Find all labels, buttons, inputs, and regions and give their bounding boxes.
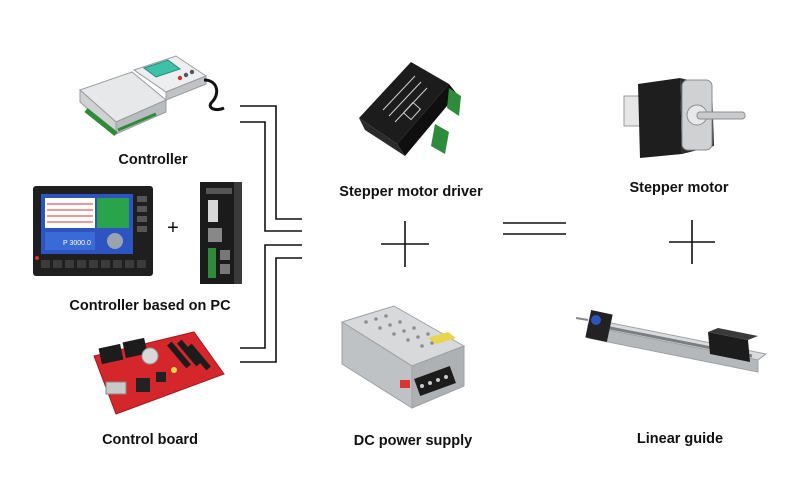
control-board-image	[84, 326, 230, 418]
connector-line-board-a	[240, 244, 302, 349]
controller-label: Controller	[118, 152, 188, 168]
power-supply-label: DC power supply	[353, 433, 473, 449]
control-board-label: Control board	[102, 432, 198, 448]
pc-screen-image: P 3000.0	[33, 186, 153, 276]
connector-line-controller-b	[240, 121, 302, 232]
stepper-motor-image	[620, 74, 748, 166]
linear-guide-label: Linear guide	[636, 431, 724, 447]
pc-screen-reading: P 3000.0	[63, 240, 91, 247]
plus-sign-right	[669, 220, 715, 264]
controller-image	[76, 50, 236, 140]
connector-line-controller-a	[240, 105, 302, 220]
connector-line-board-b	[240, 257, 302, 363]
plus-sign-center	[381, 221, 429, 267]
controller-pc-label: Controller based on PC	[69, 298, 231, 314]
linear-guide-image	[574, 296, 770, 384]
stepper-motor-label: Stepper motor	[629, 180, 729, 196]
stepper-driver-image	[353, 58, 473, 168]
stepper-driver-label: Stepper motor driver	[339, 184, 483, 200]
pc-controller-box-image	[198, 180, 244, 286]
power-supply-image	[336, 300, 470, 416]
equals-sign	[503, 222, 566, 235]
pc-plus-sign: +	[167, 217, 179, 239]
